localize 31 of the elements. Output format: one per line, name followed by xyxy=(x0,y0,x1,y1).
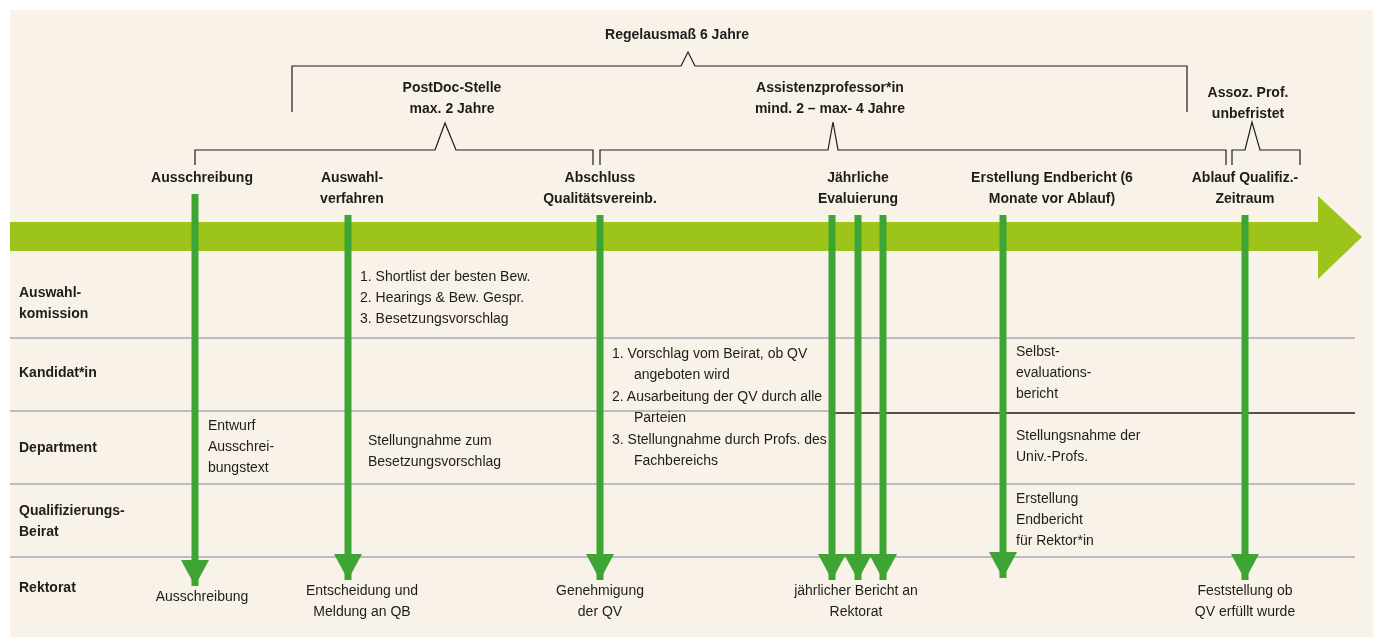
bracket-label: Assistenzprofessor*in mind. 2 – max- 4 Jahre xyxy=(753,78,907,118)
list-item: 2. Hearings & Bew. Gespr. xyxy=(360,288,526,307)
list-item: 3. Besetzungsvorschlag xyxy=(360,309,510,328)
row-header: Kandidat*in xyxy=(19,363,98,382)
bracket-label: Regelausmaß 6 Jahre xyxy=(604,25,750,44)
result-label: Genehmigung der QV xyxy=(545,580,655,622)
cell-text: Stellungsnahme der Univ.-Profs. xyxy=(1016,426,1142,466)
row-header: Department xyxy=(19,438,98,457)
cell-text: Selbst- evaluations- bericht xyxy=(1016,342,1093,403)
milestone-label: Abschluss Qualitätsvereinb. xyxy=(525,167,675,209)
bracket-label: PostDoc-Stelle max. 2 Jahre xyxy=(401,78,503,118)
milestone-label: Ablauf Qualifiz.-Zeitraum xyxy=(1170,167,1320,209)
milestone-label: Jährliche Evaluierung xyxy=(806,167,910,209)
result-label: jährlicher Bericht an Rektorat xyxy=(781,580,931,622)
cell-text: Erstellung Endbericht für Rektor*in xyxy=(1016,489,1095,550)
cell-text: Entwurf Ausschrei- bungstext xyxy=(208,416,276,477)
row-header: Auswahl- komission xyxy=(19,283,90,323)
milestone-label: Ausschreibung xyxy=(137,167,267,188)
row-header: Qualifizierungs- Beirat xyxy=(19,501,126,541)
list-item: 3. Stellungnahme durch Profs. des Fachbereichs xyxy=(612,430,828,470)
result-label: Entscheidung und Meldung an QB xyxy=(292,580,432,622)
cell-text: Stellungnahme zum Besetzungsvorschlag xyxy=(368,431,503,471)
milestone-label: Auswahl- verfahren xyxy=(312,167,392,209)
list-item: 1. Shortlist der besten Bew. xyxy=(360,267,532,286)
row-header: Rektorat xyxy=(19,578,77,597)
bracket-label: Assoz. Prof. unbefristet xyxy=(1206,83,1290,123)
list-item: 1. Vorschlag vom Beirat, ob QV angeboten wird xyxy=(612,344,809,384)
milestone-label: Erstellung Endbericht (6 Monate vor Ablauf) xyxy=(957,167,1147,209)
result-label: Feststellung ob QV erfüllt wurde xyxy=(1186,580,1304,622)
list-item: 2. Ausarbeitung der QV durch alle Parteien xyxy=(612,387,824,427)
result-label: Ausschreibung xyxy=(142,586,262,607)
